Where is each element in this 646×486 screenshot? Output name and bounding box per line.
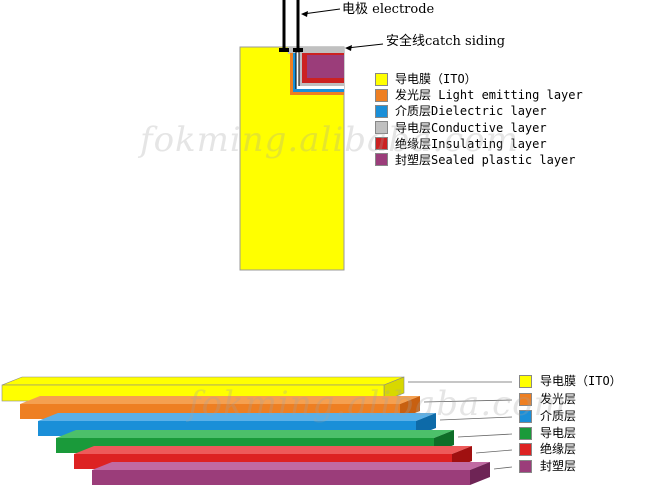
stack-insulating-top <box>74 446 472 454</box>
legend-text-ito: 导电膜（ITO） <box>395 72 477 86</box>
leader-insulating <box>475 449 513 454</box>
stack-dielectric-top <box>38 413 436 421</box>
bottom-legend-text-insulating: 绝缘层 <box>540 442 577 456</box>
watermark-top: fokming.alibaba.com <box>140 120 519 160</box>
watermark-bottom: fokming.alibaba.com <box>188 384 567 424</box>
leader-light-emitting <box>423 399 513 403</box>
bottom-legend-text-sealed: 封塑层 <box>540 459 577 473</box>
legend-text-dielectric: 介质层Dielectric layer <box>395 104 547 118</box>
legend-text-sealed: 封塑层Sealed plastic layer <box>395 153 576 167</box>
bottom-legend-text-light-emitting: 发光层 <box>540 392 577 406</box>
bottom-legend-swatch-light-emitting <box>519 393 532 406</box>
bottom-legend-text-conductive: 导电层 <box>540 426 577 440</box>
top-panel-drawing <box>239 0 384 271</box>
electrode-tab-left <box>279 48 289 52</box>
layer-stack-drawing <box>1 376 513 485</box>
bottom-legend-swatch-ito <box>519 375 532 388</box>
legend-text-light-emitting: 发光层 Light emitting layer <box>395 88 583 102</box>
catch-siding-pointer <box>346 43 384 49</box>
legend-swatch-light-emitting <box>375 89 388 102</box>
stack-sealed-side <box>470 462 490 485</box>
leader-dielectric <box>439 416 513 421</box>
catch-siding-arrowhead <box>345 45 352 51</box>
stack-sealed-top <box>92 462 490 470</box>
legend-swatch-conductive <box>375 121 388 134</box>
electrode-arrowhead <box>301 11 308 17</box>
stack-sealed-front <box>92 470 470 485</box>
electrode-label: 电极 electrode <box>342 2 435 17</box>
legend-swatch-dielectric <box>375 105 388 118</box>
leader-conductive <box>457 433 513 438</box>
legend-swatch-ito <box>375 73 388 86</box>
bottom-legend-swatch-conductive <box>519 427 532 440</box>
bottom-legend-text-dielectric: 介质层 <box>540 409 577 423</box>
legend-text-insulating: 绝缘层Insulating layer <box>395 137 547 151</box>
catch-siding-label: 安全线catch siding <box>386 34 506 49</box>
sealed-layer-corner <box>307 55 344 78</box>
legend-text-conductive: 导电层Conductive layer <box>395 121 547 135</box>
leader-sealed <box>493 466 513 470</box>
bottom-legend-swatch-dielectric <box>519 410 532 423</box>
stack-light-emitting-top <box>20 396 420 404</box>
bottom-legend-swatch-insulating <box>519 443 532 456</box>
bottom-legend-swatch-sealed <box>519 460 532 473</box>
stack-conductive-top <box>56 430 454 438</box>
legend-swatch-insulating <box>375 137 388 150</box>
electrode-pointer <box>302 8 341 15</box>
catch-siding-strip <box>288 47 344 54</box>
electrode-tab-right <box>293 48 303 52</box>
legend-swatch-sealed <box>375 153 388 166</box>
bottom-legend-text-ito: 导电膜（ITO） <box>540 374 622 388</box>
